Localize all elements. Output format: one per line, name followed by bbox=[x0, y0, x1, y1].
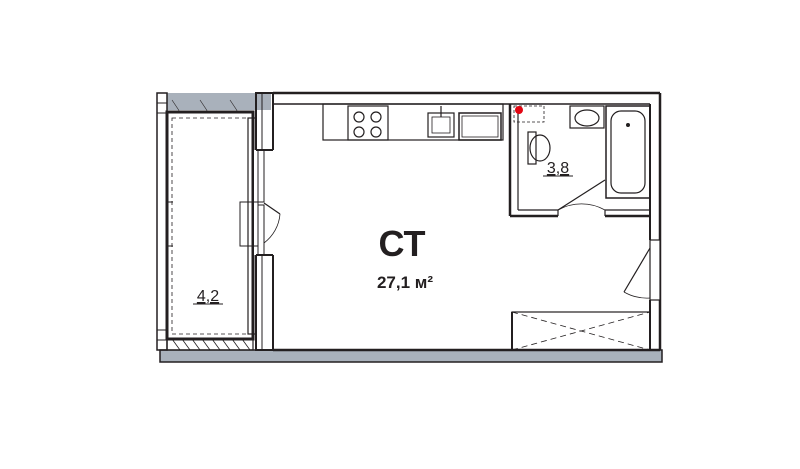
top-window-band bbox=[167, 93, 271, 110]
wardrobe bbox=[511, 311, 651, 351]
bathroom bbox=[508, 103, 651, 218]
bathroom-area-label: 3,8 bbox=[547, 160, 569, 177]
kitchen-unit bbox=[322, 103, 504, 141]
hob bbox=[347, 105, 389, 141]
toilet bbox=[527, 131, 537, 165]
washbasin bbox=[569, 105, 605, 129]
fridge bbox=[458, 112, 502, 141]
unit-type-label: СТ bbox=[378, 223, 425, 264]
entrance-door bbox=[623, 239, 661, 301]
balcony bbox=[156, 92, 257, 351]
bottom-facade-band bbox=[159, 349, 663, 363]
bathtub bbox=[605, 105, 651, 199]
unit-area-label: 27,1 м² bbox=[377, 273, 433, 292]
balcony-area-label: 4,2 bbox=[197, 288, 219, 305]
balcony-partition-wall bbox=[239, 92, 281, 351]
riser-marker-icon bbox=[515, 106, 523, 114]
